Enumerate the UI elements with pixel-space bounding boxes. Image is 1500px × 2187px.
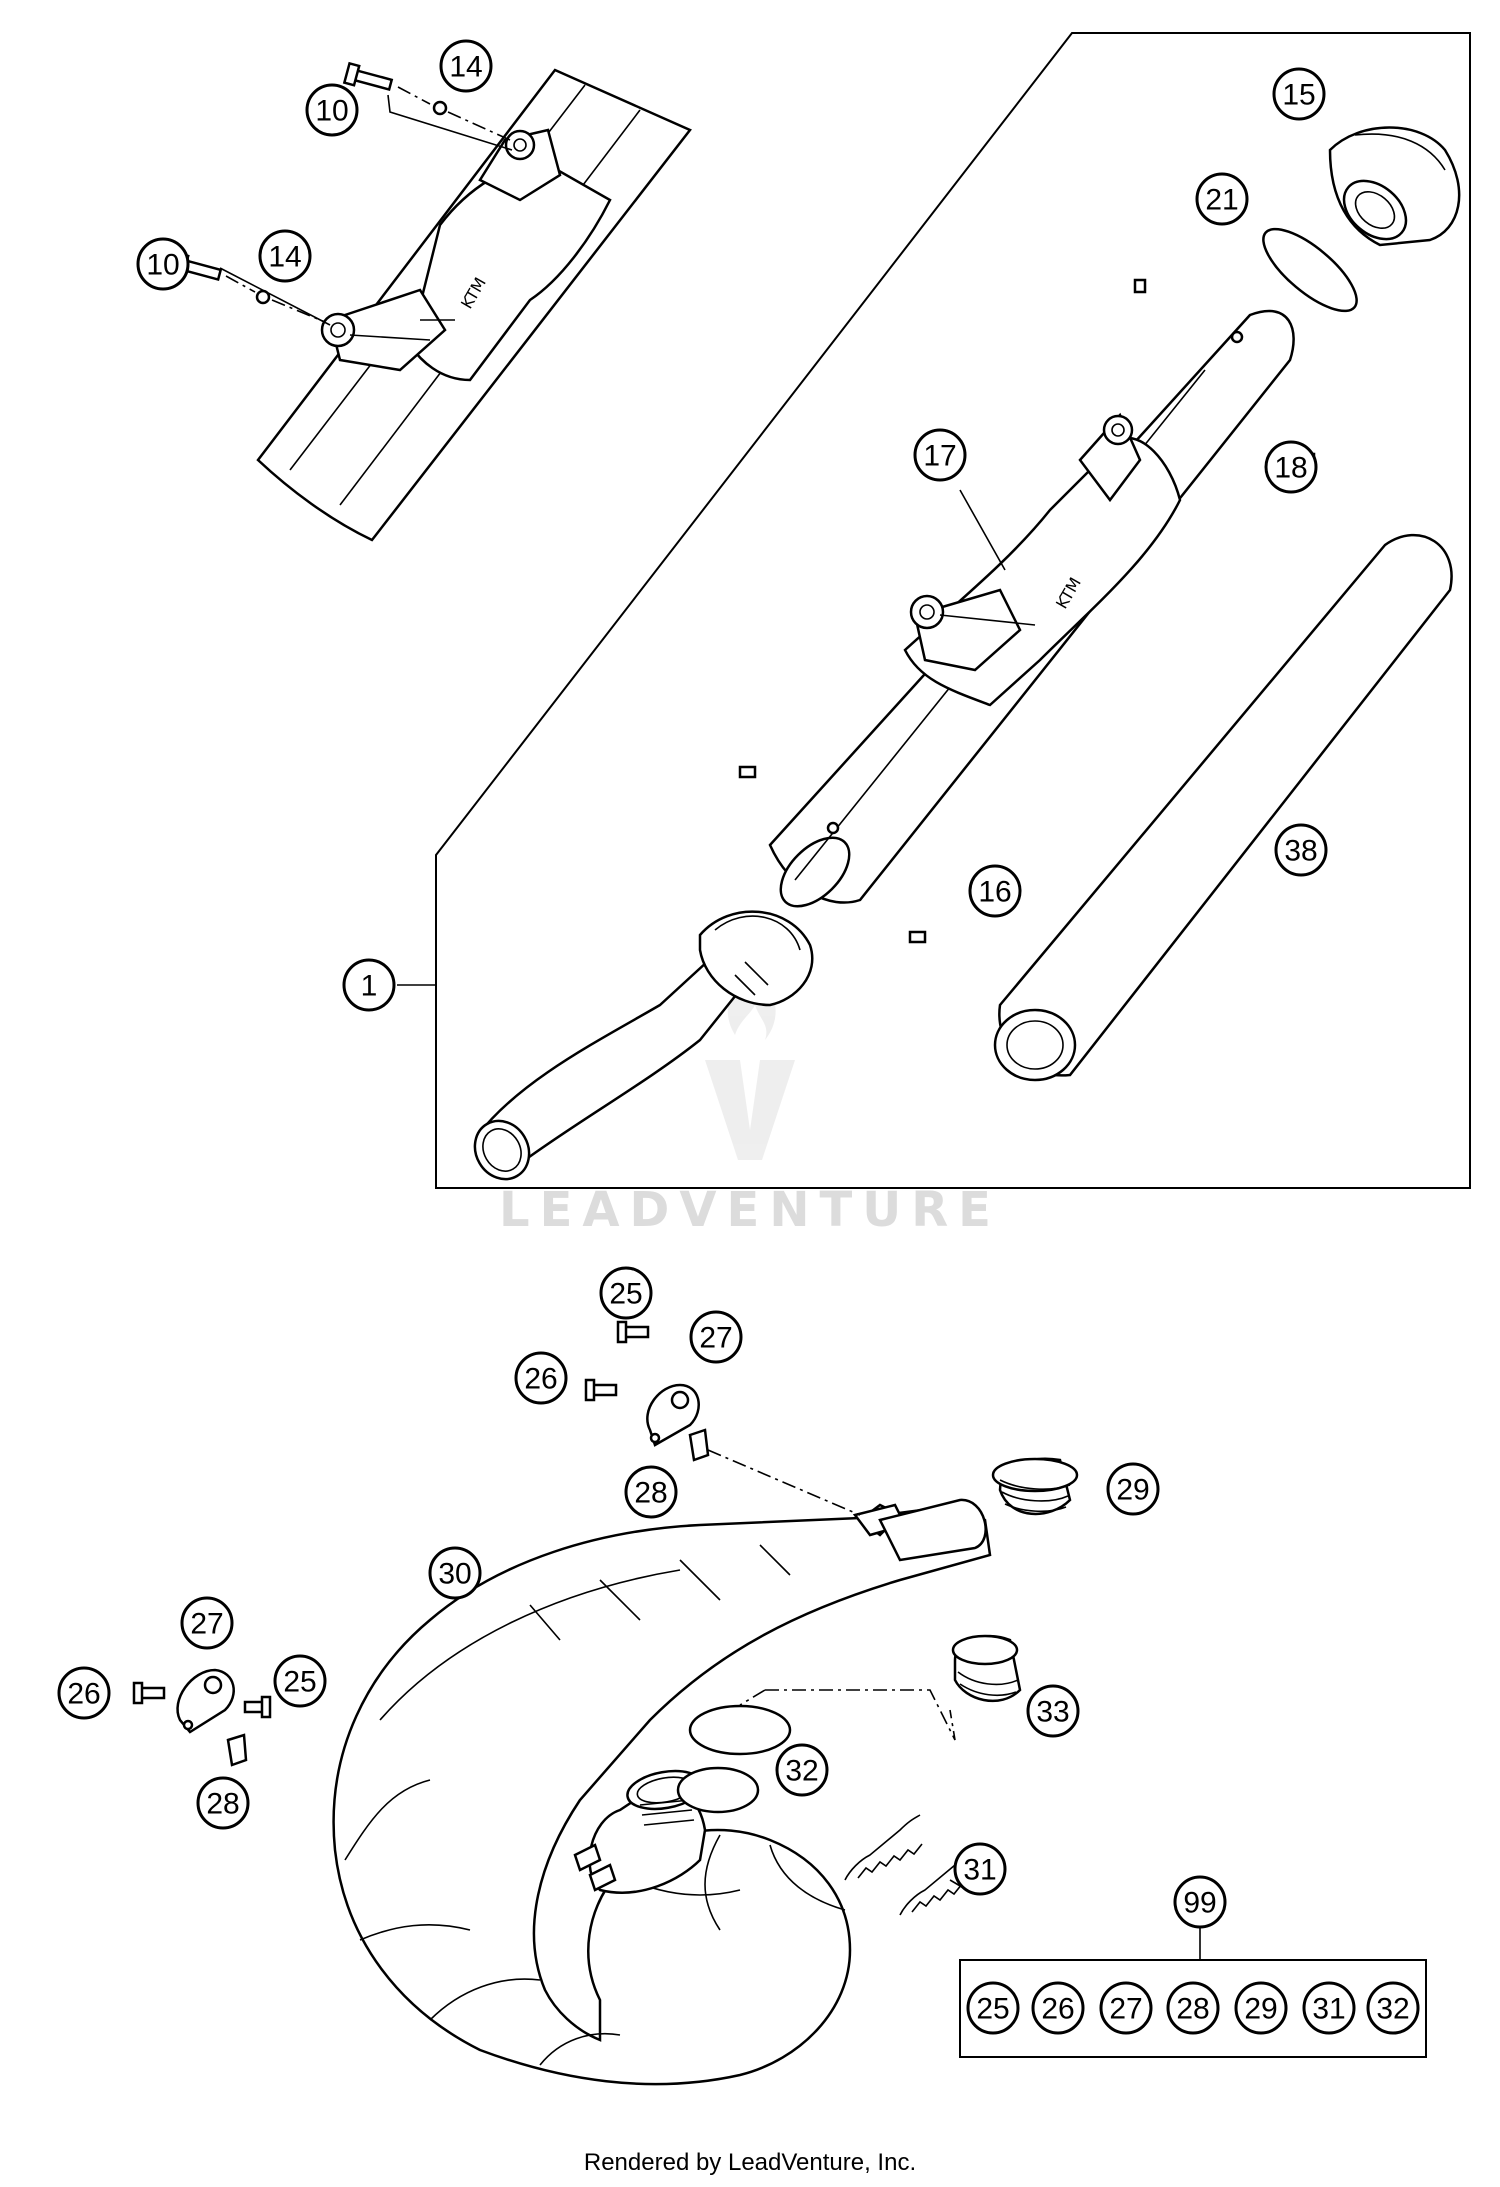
callout-10-top: 10 [305, 83, 359, 137]
svg-text:26: 26 [1041, 1993, 1074, 2026]
expansion-chamber [332, 1498, 992, 2086]
svg-text:17: 17 [923, 440, 956, 473]
exhaust-flange [951, 1634, 1022, 1703]
kit-item-26: 26 [1031, 1981, 1085, 2035]
callout-32: 32 [775, 1743, 829, 1797]
svg-text:1: 1 [361, 970, 378, 1003]
svg-text:10: 10 [146, 249, 179, 282]
callout-38: 38 [1274, 823, 1328, 877]
svg-text:28: 28 [634, 1477, 667, 1510]
svg-text:99: 99 [1183, 1887, 1216, 1920]
svg-text:28: 28 [206, 1788, 239, 1821]
callout-1: 1 [342, 958, 396, 1012]
callout-15: 15 [1272, 67, 1326, 121]
rivet-top [1133, 278, 1147, 294]
callout-17: 17 [913, 428, 967, 482]
svg-text:28: 28 [1176, 1993, 1209, 2026]
callout-31: 31 [953, 1842, 1007, 1896]
kit-item-28: 28 [1166, 1981, 1220, 2035]
svg-text:29: 29 [1244, 1993, 1277, 2026]
rivet-16a [738, 765, 757, 779]
svg-text:10: 10 [315, 95, 348, 128]
leader-lines [219, 94, 1201, 1960]
kit-item-27: 27 [1099, 1981, 1153, 2035]
svg-text:29: 29 [1116, 1474, 1149, 1507]
callout-30: 30 [428, 1546, 482, 1600]
o-ring-large [688, 1704, 792, 1756]
bolt-10-top [342, 61, 511, 141]
svg-text:25: 25 [283, 1666, 316, 1699]
callout-16: 16 [968, 864, 1022, 918]
o-ring [1262, 227, 1358, 313]
callout-33: 33 [1026, 1684, 1080, 1738]
rivet-16b [908, 930, 927, 944]
silencer-packing [993, 533, 1453, 1082]
kit-item-31: 31 [1302, 1981, 1356, 2035]
left-mount-hardware [132, 1668, 272, 1767]
svg-text:21: 21 [1205, 184, 1238, 217]
svg-text:31: 31 [1312, 1993, 1345, 2026]
svg-text:27: 27 [190, 1608, 223, 1641]
watermark-text: LEADVENTURE [499, 1182, 1001, 1238]
kit-item-32: 32 [1366, 1981, 1420, 2035]
svg-text:25: 25 [976, 1993, 1009, 2026]
callout-18: 18 [1264, 440, 1318, 494]
callout-99: 99 [1173, 1875, 1227, 1929]
svg-text:18: 18 [1274, 452, 1307, 485]
clip-28-upper [688, 1428, 710, 1462]
svg-text:14: 14 [268, 241, 301, 274]
svg-text:38: 38 [1284, 835, 1317, 868]
rubber-sleeve [991, 1457, 1079, 1516]
callout-14-top: 14 [439, 39, 493, 93]
svg-text:33: 33 [1036, 1696, 1069, 1729]
end-cap [1328, 126, 1461, 247]
callout-26-upper: 26 [514, 1351, 568, 1405]
kit-item-25: 25 [966, 1981, 1020, 2035]
svg-text:32: 32 [785, 1755, 818, 1788]
svg-text:31: 31 [963, 1854, 996, 1887]
footer-credit: Rendered by LeadVenture, Inc. [583, 2149, 917, 2176]
callout-27-left: 27 [180, 1596, 234, 1650]
svg-text:26: 26 [524, 1363, 557, 1396]
upper-mount-hardware [584, 1320, 861, 1516]
kit-box [959, 1959, 1427, 2058]
svg-text:14: 14 [449, 51, 482, 84]
svg-text:25: 25 [609, 1278, 642, 1311]
kit-item-29: 29 [1234, 1981, 1288, 2035]
svg-text:26: 26 [67, 1678, 100, 1711]
svg-text:16: 16 [978, 876, 1011, 909]
silencer-body: KTM [768, 309, 1295, 908]
o-ring-small [676, 1766, 760, 1814]
callout-27-upper: 27 [689, 1310, 743, 1364]
svg-text:27: 27 [1109, 1993, 1142, 2026]
svg-text:32: 32 [1376, 1993, 1409, 2026]
callout-28-left: 28 [196, 1776, 250, 1830]
silencer-assembly-frame [435, 32, 1471, 1189]
callout-21: 21 [1195, 172, 1249, 226]
callout-29: 29 [1106, 1462, 1160, 1516]
clip-28-left [226, 1733, 248, 1767]
svg-text:15: 15 [1282, 79, 1315, 112]
callout-25-left: 25 [273, 1654, 327, 1708]
callout-14-bottom: 14 [258, 229, 312, 283]
inset-silencer-mount: KTM [171, 61, 692, 542]
callout-26-left: 26 [57, 1666, 111, 1720]
callout-10-bottom: 10 [136, 237, 190, 291]
callout-25-upper: 25 [599, 1266, 653, 1320]
svg-text:30: 30 [438, 1558, 471, 1591]
callout-28-upper: 28 [624, 1465, 678, 1519]
svg-text:27: 27 [699, 1322, 732, 1355]
silencer-inlet-pipe [473, 910, 814, 1181]
